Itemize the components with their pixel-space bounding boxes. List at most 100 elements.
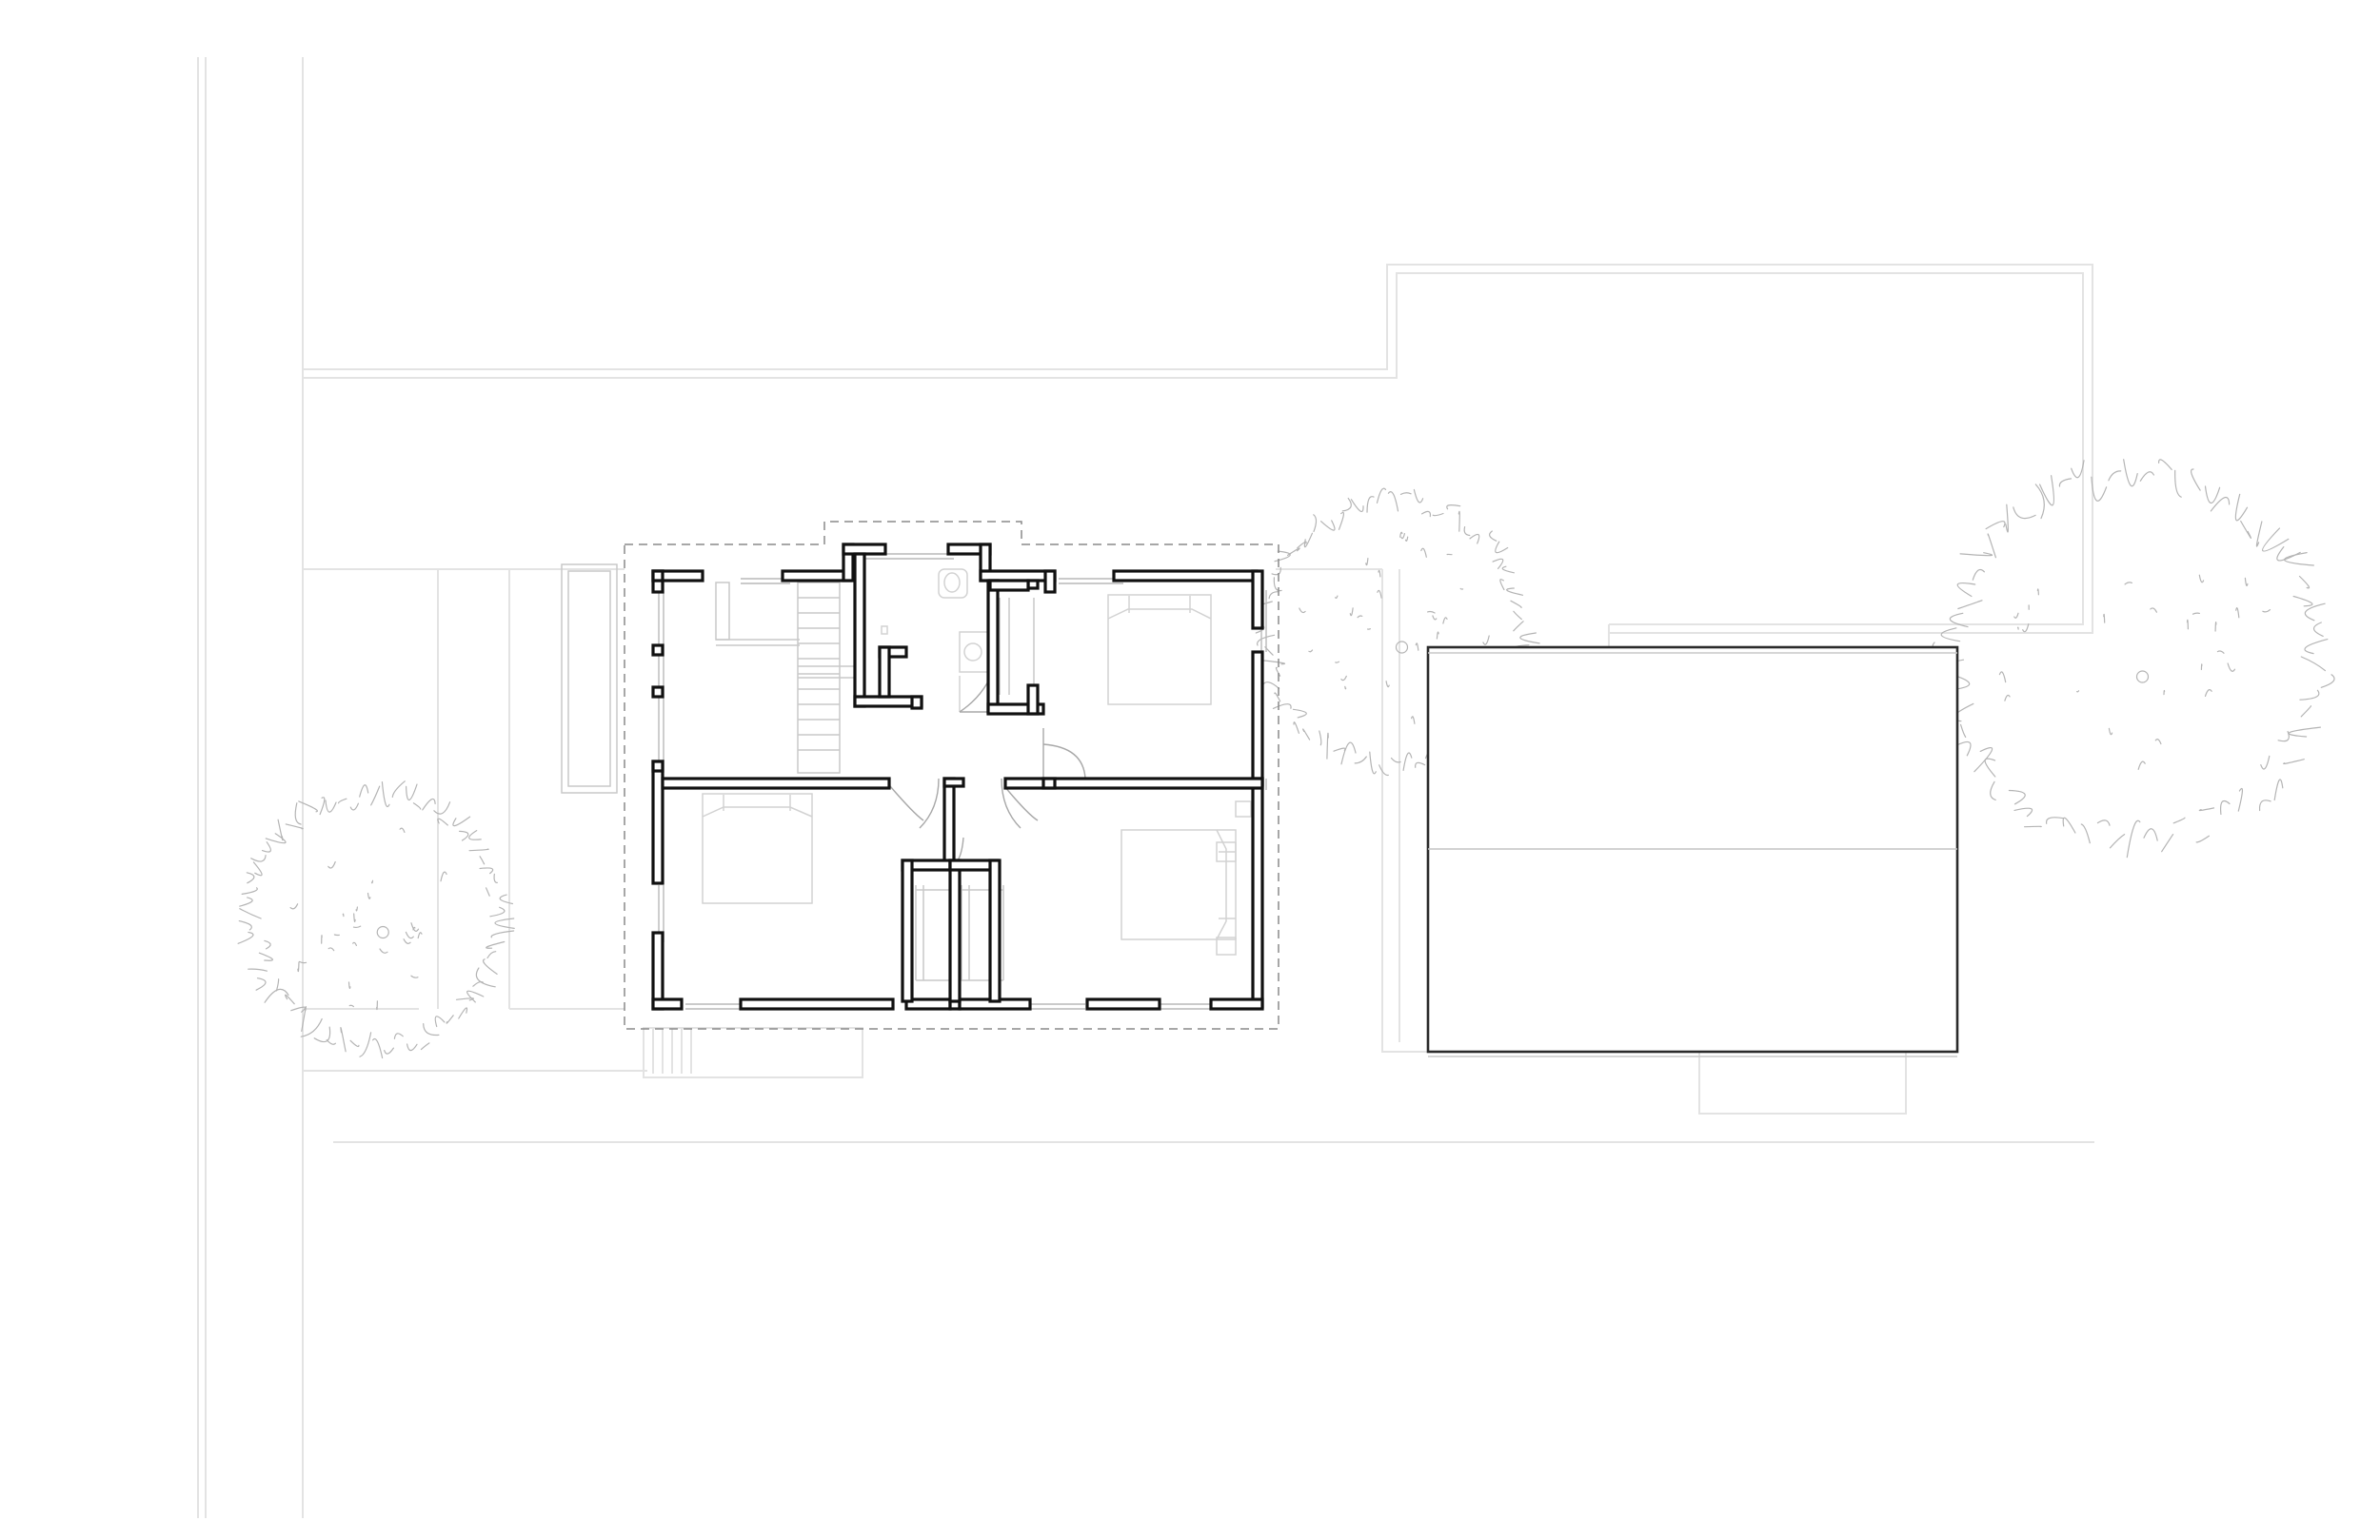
side-table bbox=[1235, 800, 1252, 818]
wall-segment bbox=[878, 645, 891, 699]
tree-canopy-stroke bbox=[2126, 819, 2141, 859]
wall-segment bbox=[651, 569, 664, 582]
wall-segment bbox=[1112, 569, 1259, 582]
tree-canopy-stroke bbox=[391, 780, 406, 798]
tree-texture-stroke bbox=[1344, 685, 1347, 690]
wall-segment bbox=[986, 702, 1045, 716]
nightstand-1 bbox=[1216, 841, 1237, 862]
tree-canopy-stroke bbox=[265, 833, 287, 844]
tree-canopy-stroke bbox=[2320, 674, 2335, 688]
tree-texture-stroke bbox=[1340, 675, 1347, 681]
tree-canopy-stroke bbox=[490, 930, 515, 938]
tree-texture-stroke bbox=[1459, 587, 1464, 590]
tree-texture-stroke bbox=[1420, 547, 1427, 558]
tree-canopy-stroke bbox=[2304, 602, 2326, 622]
tree-texture-stroke bbox=[342, 913, 345, 918]
bed-northeast bbox=[1107, 594, 1212, 705]
tree-canopy-stroke bbox=[1399, 492, 1412, 495]
tree-canopy-stroke bbox=[468, 830, 482, 840]
tree-texture-stroke bbox=[1427, 610, 1436, 614]
tree-canopy-stroke bbox=[250, 855, 267, 862]
tree-canopy-stroke bbox=[2298, 575, 2311, 589]
wall-segment bbox=[1085, 997, 1161, 1011]
tree-canopy-stroke bbox=[246, 872, 255, 884]
wall-segment bbox=[661, 777, 891, 790]
tree-canopy-stroke bbox=[2123, 459, 2138, 487]
wall-segment bbox=[1041, 777, 1057, 790]
tree-canopy-stroke bbox=[2273, 779, 2284, 801]
tree-texture-stroke bbox=[2013, 612, 2019, 619]
tree-canopy-stroke bbox=[1333, 747, 1346, 752]
tree-canopy-stroke bbox=[285, 823, 304, 830]
wall-segment bbox=[1003, 777, 1264, 790]
tree-canopy-stroke bbox=[2292, 595, 2313, 607]
tree-canopy-stroke bbox=[275, 978, 280, 992]
tree-texture-stroke bbox=[2017, 626, 2019, 630]
tree-texture-stroke bbox=[1378, 569, 1381, 578]
tree-canopy-stroke bbox=[2276, 546, 2301, 562]
tree-texture-stroke bbox=[2137, 760, 2146, 770]
site-lines bbox=[197, 57, 2094, 1518]
tree-canopy-stroke bbox=[2195, 835, 2210, 843]
tree-canopy-stroke bbox=[340, 1027, 347, 1053]
tree-canopy-stroke bbox=[1463, 526, 1471, 537]
tree-canopy-stroke bbox=[485, 887, 490, 897]
tree-texture-stroke bbox=[1299, 607, 1306, 614]
tree-canopy-stroke bbox=[2005, 503, 2009, 533]
tree-east bbox=[1932, 459, 2335, 859]
tree-canopy-stroke bbox=[2210, 496, 2231, 512]
tree-canopy-stroke bbox=[1446, 504, 1461, 510]
tree-canopy-stroke bbox=[2277, 730, 2290, 742]
tree-canopy-stroke bbox=[370, 785, 381, 806]
tree-canopy-stroke bbox=[1261, 681, 1280, 690]
tree-canopy-stroke bbox=[1492, 558, 1504, 569]
tree-canopy-stroke bbox=[459, 830, 469, 841]
wall-segment bbox=[948, 859, 962, 1003]
tree-canopy-stroke bbox=[1956, 582, 1976, 598]
tree-canopy-stroke bbox=[2299, 689, 2320, 701]
tree-canopy-stroke bbox=[2240, 520, 2252, 539]
tree-texture-stroke bbox=[1400, 533, 1405, 540]
tree-canopy-stroke bbox=[301, 1006, 307, 1032]
se-bedroom-door-swing bbox=[1003, 785, 1039, 821]
tree-texture-stroke bbox=[1335, 595, 1339, 599]
tree-canopy-stroke bbox=[290, 1006, 307, 1013]
front-steps-outline bbox=[643, 1027, 863, 1078]
stair-stringer-top bbox=[715, 582, 730, 641]
tree-canopy-stroke bbox=[455, 997, 474, 1001]
landing-door-swing-a bbox=[919, 778, 940, 829]
wall-segment bbox=[1209, 997, 1264, 1011]
tree-canopy-stroke bbox=[1499, 579, 1505, 591]
tree-canopy-stroke bbox=[1272, 703, 1292, 709]
tree-canopy-stroke bbox=[1990, 780, 1996, 800]
tree-canopy-stroke bbox=[1350, 499, 1364, 513]
tree-canopy-stroke bbox=[2013, 807, 2033, 818]
tree-texture-stroke bbox=[348, 1004, 354, 1008]
tree-canopy-stroke bbox=[499, 894, 513, 905]
tree-canopy-stroke bbox=[300, 1017, 323, 1037]
tree-texture-stroke bbox=[417, 932, 423, 939]
wall-segment bbox=[1251, 650, 1264, 787]
tree-canopy-stroke bbox=[446, 1015, 454, 1024]
tree-canopy-stroke bbox=[1495, 541, 1509, 554]
tree-canopy-stroke bbox=[359, 1032, 372, 1057]
tree-canopy-stroke bbox=[2300, 705, 2312, 718]
tree-texture-stroke bbox=[410, 922, 420, 932]
tree-canopy-stroke bbox=[2262, 527, 2290, 552]
tree-canopy-stroke bbox=[1287, 547, 1300, 556]
tree-trunk bbox=[1395, 641, 1409, 654]
tree-texture-stroke bbox=[440, 871, 447, 882]
tree-canopy-stroke bbox=[2312, 622, 2324, 637]
walls bbox=[651, 543, 1264, 1011]
tree-canopy-stroke bbox=[239, 897, 253, 907]
tree-texture-stroke bbox=[1404, 536, 1409, 542]
wall-segment bbox=[901, 859, 914, 1003]
tree-texture-stroke bbox=[1335, 661, 1340, 663]
tree-canopy-stroke bbox=[2109, 834, 2126, 849]
tree-canopy-stroke bbox=[482, 958, 498, 975]
tree-west bbox=[237, 780, 515, 1059]
tree-texture-stroke bbox=[2262, 609, 2271, 613]
tree-canopy-stroke bbox=[1273, 577, 1282, 592]
tree-canopy-stroke bbox=[2157, 459, 2172, 470]
tree-canopy-stroke bbox=[252, 861, 263, 877]
